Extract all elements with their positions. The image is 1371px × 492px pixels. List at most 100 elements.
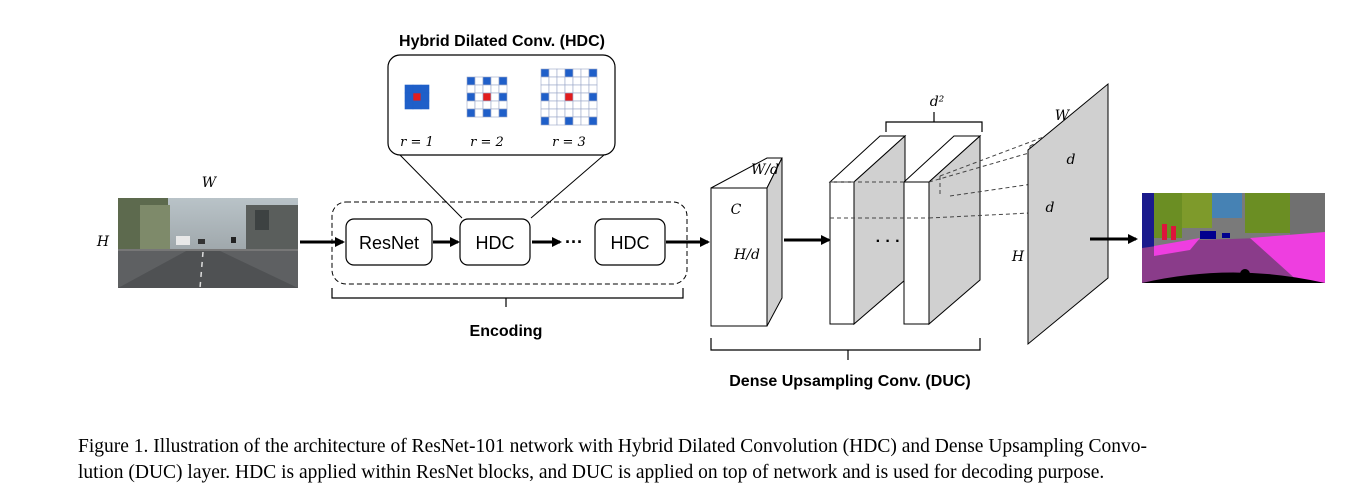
duc-channel-label: d²: [930, 94, 945, 110]
kernel-cell: [490, 76, 500, 86]
kernel-cell: [482, 92, 492, 102]
kernel-cell: [572, 84, 582, 94]
output-d-label-1: d: [1067, 152, 1076, 168]
kernel-cell: [588, 84, 598, 94]
kernel-cell: [540, 84, 550, 94]
kernel-cell: [466, 84, 476, 94]
hdc-block-1: [459, 218, 531, 266]
kernel-cell: [540, 92, 550, 102]
kernel-cell: [404, 100, 414, 110]
kernel-cell: [420, 84, 430, 94]
kernel-cell: [548, 84, 558, 94]
zoom-line-right: [530, 154, 605, 219]
encoding-label: Encoding: [470, 323, 543, 340]
duc-brace: [710, 338, 981, 360]
hdc-block-1-label: HDC: [476, 233, 515, 253]
output-height-label: H: [1011, 249, 1025, 265]
kernel-cell: [556, 100, 566, 110]
kernel-cell: [556, 76, 566, 86]
output-plane: [1027, 82, 1109, 346]
kernel-cell: [588, 116, 598, 126]
architecture-diagram: Hybrid Dilated Conv. (HDC) r = 1 r = 2 r…: [96, 33, 1325, 390]
kernel-cell: [556, 92, 566, 102]
kernel-cell: [564, 116, 574, 126]
encoder-container: [331, 201, 688, 285]
kernel-cell: [572, 92, 582, 102]
kernel-cell: [564, 108, 574, 118]
kernel-cell: [580, 92, 590, 102]
output-d-label-2: d: [1046, 200, 1055, 216]
input-street-image: [118, 198, 298, 289]
kernel-cell: [580, 76, 590, 86]
kernel-cell: [466, 92, 476, 102]
kernel-cell: [580, 108, 590, 118]
kernel-cell: [564, 84, 574, 94]
kernel-cell: [548, 76, 558, 86]
kernel-cell: [588, 76, 598, 86]
duc-slice-2: [902, 134, 982, 326]
kernel-cell: [498, 92, 508, 102]
kernel-cell: [466, 100, 476, 110]
kernel-label-r1: r = 1: [400, 135, 434, 150]
kernel-cell: [580, 84, 590, 94]
output-width-label: W: [1055, 108, 1071, 124]
kernel-cell: [474, 84, 484, 94]
kernel-cell: [498, 76, 508, 86]
kernel-cell: [540, 100, 550, 110]
kernel-cell: [564, 92, 574, 102]
feature-channel-label: C: [731, 202, 742, 218]
kernel-cell: [588, 108, 598, 118]
kernel-cell: [556, 116, 566, 126]
resnet-block-label: ResNet: [359, 233, 419, 253]
kernel-cell: [588, 100, 598, 110]
kernel-cell: [482, 84, 492, 94]
kernel-cell: [548, 116, 558, 126]
kernel-cell: [498, 108, 508, 118]
feature-height-label: H/d: [733, 247, 760, 263]
kernel-cell: [564, 100, 574, 110]
kernel-cell: [490, 108, 500, 118]
feature-map-prism: [710, 157, 783, 327]
duc-slice-1: [828, 134, 907, 326]
hdc-panel-title: Hybrid Dilated Conv. (HDC): [399, 33, 605, 50]
hdc-block-2-label: HDC: [611, 233, 650, 253]
kernel-cell: [482, 100, 492, 110]
kernel-cell: [588, 92, 598, 102]
kernel-cell: [466, 108, 476, 118]
hdc-block-2: [594, 218, 666, 266]
kernel-cell: [564, 68, 574, 78]
kernel-cell: [474, 108, 484, 118]
kernel-cell: [572, 116, 582, 126]
kernel-cell: [412, 92, 422, 102]
caption-line-1: Figure 1. Illustration of the architectu…: [78, 436, 1148, 457]
encoding-brace: [331, 288, 684, 307]
kernel-cell: [548, 92, 558, 102]
input-height-label: H: [96, 234, 110, 250]
kernel-cell: [420, 92, 430, 102]
kernel-cell: [412, 100, 422, 110]
kernel-cell: [490, 84, 500, 94]
feature-width-label: W/d: [751, 162, 779, 178]
kernel-cell: [490, 92, 500, 102]
kernel-label-r2: r = 2: [470, 135, 504, 150]
kernel-cell: [540, 76, 550, 86]
kernel-cell: [474, 100, 484, 110]
kernel-cell: [498, 84, 508, 94]
kernel-cell: [540, 116, 550, 126]
input-width-label: W: [202, 175, 218, 191]
kernel-label-r3: r = 3: [552, 135, 586, 150]
kernel-cell: [548, 100, 558, 110]
kernel-cell: [482, 76, 492, 86]
kernel-cell: [412, 84, 422, 94]
duc-label: Dense Upsampling Conv. (DUC): [729, 373, 971, 390]
kernel-cell: [580, 100, 590, 110]
kernel-cell: [572, 76, 582, 86]
kernel-cell: [498, 100, 508, 110]
kernel-cell: [556, 84, 566, 94]
kernel-cell: [556, 68, 566, 78]
figure-caption: Figure 1. Illustration of the architectu…: [78, 434, 1328, 486]
zoom-line-left: [399, 154, 463, 219]
output-segmentation-image: [1142, 193, 1325, 283]
kernel-cell: [490, 100, 500, 110]
kernel-cell: [474, 76, 484, 86]
